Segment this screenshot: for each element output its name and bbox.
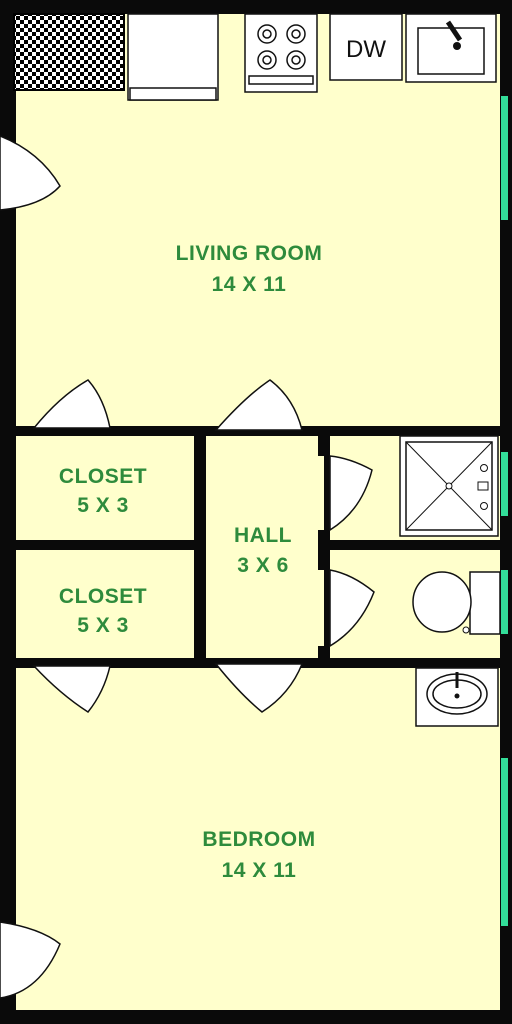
- closet-upper-name: CLOSET: [59, 465, 147, 488]
- wall-closet-hall: [194, 426, 206, 668]
- wall-closet-bedroom: [14, 658, 34, 668]
- kitchen-sink-basin: [417, 27, 485, 75]
- door-swing-hall-bottom: [214, 663, 304, 713]
- shower-valve-icon: [477, 481, 489, 491]
- sink-faucet-icon: [445, 20, 463, 42]
- door-swing-bedroom-exterior: [0, 921, 61, 999]
- hall-floor: [206, 436, 324, 658]
- refrigerator-base: [129, 87, 217, 101]
- stove-knob-strip: [248, 75, 314, 85]
- kitchen-counter: DW: [13, 13, 497, 101]
- bedroom-name: BEDROOM: [202, 828, 315, 851]
- dishwasher-label: DW: [346, 36, 386, 63]
- shower-stall: [399, 435, 499, 537]
- door-swing-toilet-room: [329, 569, 375, 648]
- door-swing-hall-top: [214, 379, 303, 431]
- vanity-drain-icon: [454, 693, 460, 699]
- living-room-size: 14 X 11: [212, 273, 287, 296]
- closet-lower-size: 5 X 3: [77, 614, 129, 637]
- wall-living-closet-2: [110, 426, 214, 436]
- bedroom-size: 14 X 11: [222, 859, 297, 882]
- sink-drain-icon: [453, 42, 461, 50]
- toilet-tank: [469, 571, 501, 635]
- door-swing-closet-upper: [32, 379, 111, 429]
- wall-hall-bath: [318, 426, 330, 456]
- window-living-room: [501, 96, 508, 220]
- dishwasher: [329, 13, 403, 81]
- living-room-floor: [16, 90, 500, 426]
- window-shower-room: [501, 452, 508, 516]
- closet-lower-floor: [16, 550, 194, 658]
- hall-size: 3 X 6: [237, 554, 289, 577]
- wall-living-closet: [14, 426, 34, 436]
- door-swing-shower-room: [329, 455, 373, 532]
- door-swing-closet-lower: [32, 665, 111, 713]
- wall-living-bath: [302, 426, 502, 436]
- wall-bath-divider: [318, 540, 502, 550]
- refrigerator: [127, 13, 219, 101]
- toilet: [412, 571, 501, 635]
- wall-closet-bedroom-2: [110, 658, 214, 668]
- hall-name: HALL: [234, 524, 292, 547]
- vanity-sink: [415, 667, 499, 727]
- closet-upper-size: 5 X 3: [77, 494, 129, 517]
- wall-bath-bedroom: [302, 658, 502, 668]
- closet-lower-name: CLOSET: [59, 585, 147, 608]
- toilet-bowl: [412, 571, 472, 633]
- stove-burner-icon: [257, 24, 306, 70]
- checkered-tile: [13, 13, 125, 91]
- closet-upper-floor: [16, 436, 194, 540]
- shower-drain-icon: [445, 482, 453, 490]
- living-room-name: LIVING ROOM: [176, 242, 323, 265]
- wall-closet-divider: [14, 540, 198, 550]
- door-swing-entry: [0, 135, 61, 211]
- window-bedroom: [501, 758, 508, 926]
- window-toilet-room: [501, 570, 508, 634]
